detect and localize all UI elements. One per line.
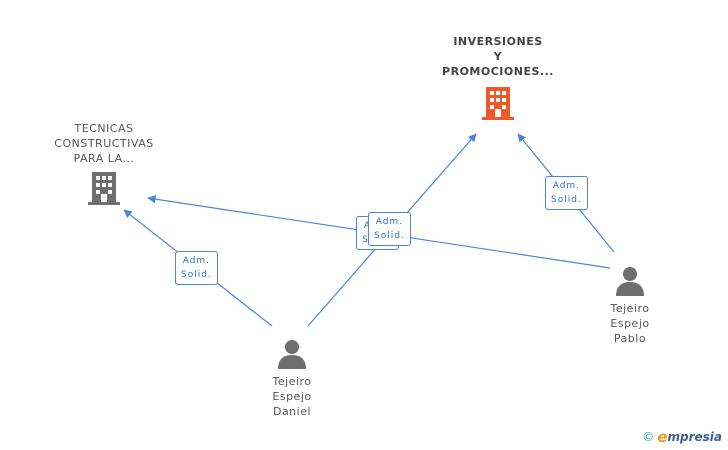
person-icon: [616, 267, 644, 296]
person-node-pablo[interactable]: Tejeiro Espejo Pablo: [580, 265, 680, 346]
building-icon: [88, 172, 120, 205]
company-node-top[interactable]: INVERSIONES Y PROMOCIONES...: [438, 34, 558, 121]
person-icon: [278, 340, 306, 369]
building-icon: [482, 87, 514, 120]
footer-brand[interactable]: © e mpresia: [642, 428, 722, 446]
company-left-name: TECNICAS CONSTRUCTIVAS PARA LA...: [54, 122, 154, 165]
edge-label-pablo-top: Adm.Solid.: [545, 176, 588, 210]
person-pablo-name: Tejeiro Espejo Pablo: [610, 302, 650, 345]
brand-initial: e: [657, 428, 668, 446]
edge-label-daniel-left: Adm.Solid.: [175, 251, 218, 285]
person-daniel-name: Tejeiro Espejo Daniel: [272, 375, 312, 418]
edge-label-daniel-top: Adm.Solid.: [368, 212, 411, 246]
person-node-daniel[interactable]: Tejeiro Espejo Daniel: [242, 338, 342, 419]
company-node-left[interactable]: TECNICAS CONSTRUCTIVAS PARA LA...: [44, 121, 164, 206]
company-top-name: INVERSIONES Y PROMOCIONES...: [442, 35, 554, 78]
copyright-icon: ©: [642, 430, 655, 444]
brand-name: mpresia: [667, 430, 722, 444]
